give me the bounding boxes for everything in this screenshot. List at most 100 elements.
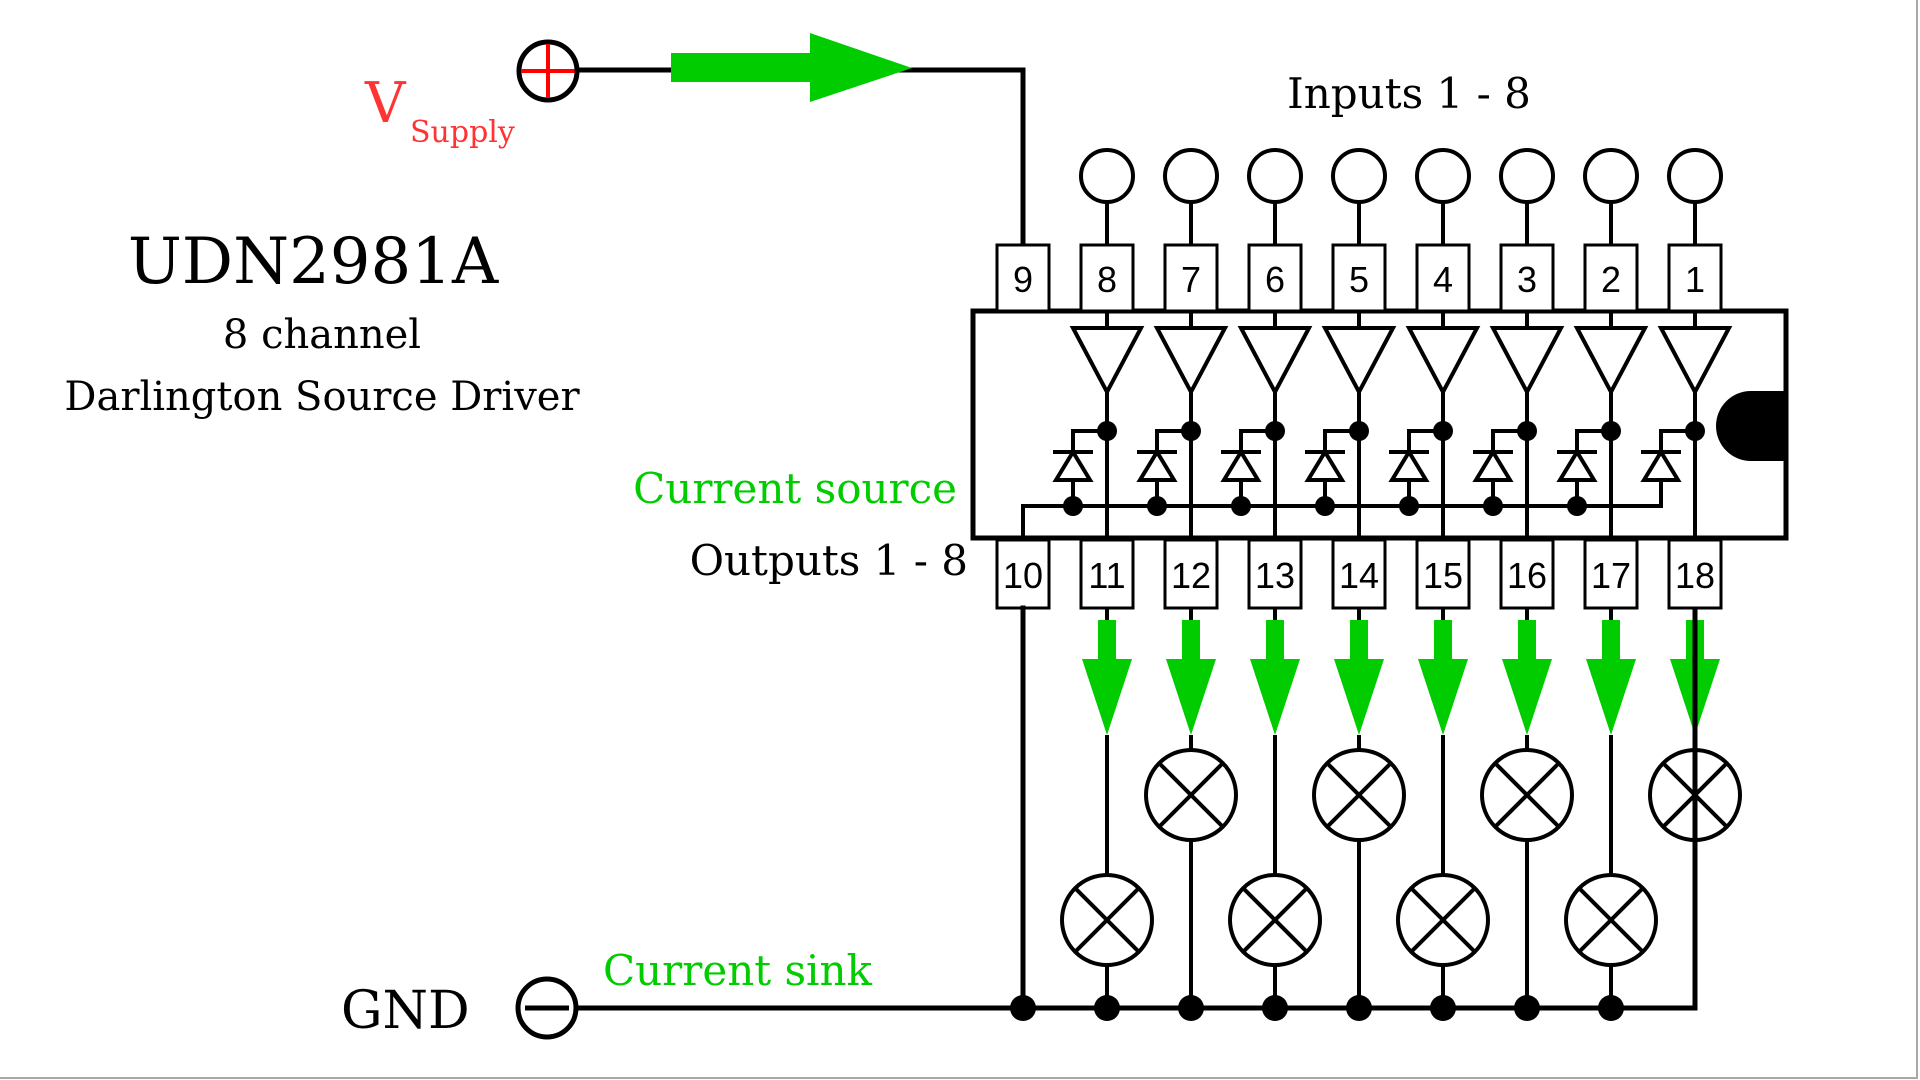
- ground-junction-dot: [1262, 995, 1288, 1021]
- diode-icon: [1304, 448, 1346, 482]
- supply-current-arrow-icon: [671, 33, 912, 102]
- buffer-triangle-icon: [1573, 326, 1649, 397]
- bottom-pin-box: [1247, 538, 1303, 610]
- lamp-cross: [1325, 761, 1393, 829]
- ground-junction-dot: [1430, 995, 1456, 1021]
- junction-dot: [1063, 496, 1083, 516]
- channel: [1052, 148, 1154, 1008]
- bottom-pin-number: 12: [1171, 555, 1211, 596]
- top-pin-row: 9 8 7 6 5 4 3 2 1: [995, 243, 1723, 313]
- bottom-pin-row: 10 11 12 13 14 15 16 17 18: [995, 538, 1723, 610]
- lamp-cross: [1241, 886, 1309, 954]
- buffer-triangle-icon: [1657, 326, 1733, 397]
- top-pin-box: [995, 243, 1051, 313]
- outputs-label: Outputs 1 - 8: [690, 536, 968, 585]
- input-terminal-icon: [1583, 148, 1639, 204]
- buffer-triangle-icon: [1069, 326, 1145, 397]
- output-current-arrow-icon: [1334, 620, 1384, 735]
- bottom-pin-number: 13: [1255, 555, 1295, 596]
- channel: [1388, 148, 1490, 1008]
- top-pin-number: 2: [1601, 259, 1621, 300]
- output-current-arrow-icon: [1250, 620, 1300, 735]
- diode-icon: [1136, 448, 1178, 482]
- channel: [1472, 148, 1574, 1008]
- input-terminal-icon: [1247, 148, 1303, 204]
- ground-junction-dot: [1010, 995, 1036, 1021]
- diode-icon: [1556, 448, 1598, 482]
- top-pin-number: 1: [1685, 259, 1705, 300]
- junction-dot: [1483, 496, 1503, 516]
- supply-plus-terminal-icon: [516, 39, 580, 103]
- bottom-pin-number: 10: [1003, 555, 1043, 596]
- bottom-pin-box: [1499, 538, 1555, 610]
- current-source-label: Current source: [633, 464, 957, 513]
- lamp-cross: [1493, 761, 1561, 829]
- output-current-arrow-icon: [1502, 620, 1552, 735]
- chip-notch-icon: [1716, 391, 1786, 461]
- top-pin-number: 8: [1097, 259, 1117, 300]
- junction-dot: [1147, 496, 1167, 516]
- bottom-pin-box: [1163, 538, 1219, 610]
- buffer-triangle-icon: [1321, 326, 1397, 397]
- ground-junction-dot: [1514, 995, 1540, 1021]
- output-current-arrow-icon: [1418, 620, 1468, 735]
- ground-junction-dot: [1598, 995, 1624, 1021]
- junction-dot: [1315, 496, 1335, 516]
- bottom-pin-box: [1415, 538, 1471, 610]
- diode-icon: [1388, 448, 1430, 482]
- supply-wire: [574, 67, 1026, 248]
- buffer-triangle-icon: [1489, 326, 1565, 397]
- bottom-pin-number: 15: [1423, 555, 1463, 596]
- input-terminal-icon: [1331, 148, 1387, 204]
- supply-label-v: V: [364, 71, 407, 136]
- top-pin-box: [1163, 243, 1219, 313]
- top-pin-box: [1247, 243, 1303, 313]
- supply-label-sub: Supply: [410, 115, 515, 150]
- ground-label: GND: [341, 981, 470, 1041]
- channel: [1556, 148, 1658, 1008]
- input-terminal-icon: [1667, 148, 1723, 204]
- channel-group: [1052, 148, 1742, 1008]
- top-pin-number: 3: [1517, 259, 1537, 300]
- diode-icon: [1052, 448, 1094, 482]
- subtitle-description: Darlington Source Driver: [64, 374, 580, 420]
- ground-bus-wire: [573, 607, 1698, 1011]
- lamp-cross: [1577, 886, 1645, 954]
- junction-dot: [1231, 496, 1251, 516]
- bottom-pin-number: 18: [1675, 555, 1715, 596]
- channel: [1220, 148, 1322, 1008]
- lamp-cross: [1409, 886, 1477, 954]
- top-pin-number: 4: [1433, 259, 1453, 300]
- buffer-triangle-icon: [1405, 326, 1481, 397]
- channel: [1304, 148, 1406, 1008]
- bottom-pin-box: [1079, 538, 1135, 610]
- bottom-pin-number: 16: [1507, 555, 1547, 596]
- bottom-pin-box: [1331, 538, 1387, 610]
- output-current-arrow-icon: [1166, 620, 1216, 735]
- ground-junction-dot: [1178, 995, 1204, 1021]
- current-sink-label: Current sink: [603, 946, 873, 995]
- lamp-cross: [1073, 886, 1141, 954]
- bottom-pin-number: 11: [1088, 555, 1125, 596]
- bottom-pin-number: 14: [1339, 555, 1379, 596]
- top-pin-number: 7: [1181, 259, 1201, 300]
- channel: [1136, 148, 1238, 1008]
- input-terminal-icon: [1079, 148, 1135, 204]
- top-pin-number: 6: [1265, 259, 1285, 300]
- ground-junctions: [1010, 995, 1624, 1021]
- input-terminal-icon: [1163, 148, 1219, 204]
- junction-dot: [1399, 496, 1419, 516]
- ground-junction-dot: [1346, 995, 1372, 1021]
- inputs-label: Inputs 1 - 8: [1287, 69, 1531, 118]
- top-pin-box: [1079, 243, 1135, 313]
- top-pin-number: 5: [1349, 259, 1369, 300]
- input-terminal-icon: [1499, 148, 1555, 204]
- input-terminal-icon: [1415, 148, 1471, 204]
- ground-minus-terminal-icon: [515, 976, 579, 1040]
- buffer-triangle-icon: [1237, 326, 1313, 397]
- bottom-pin-box: [1583, 538, 1639, 610]
- buffer-triangle-icon: [1153, 326, 1229, 397]
- subtitle-channels: 8 channel: [223, 312, 421, 358]
- top-pin-number: 9: [1013, 259, 1033, 300]
- bottom-pin-number: 17: [1591, 555, 1631, 596]
